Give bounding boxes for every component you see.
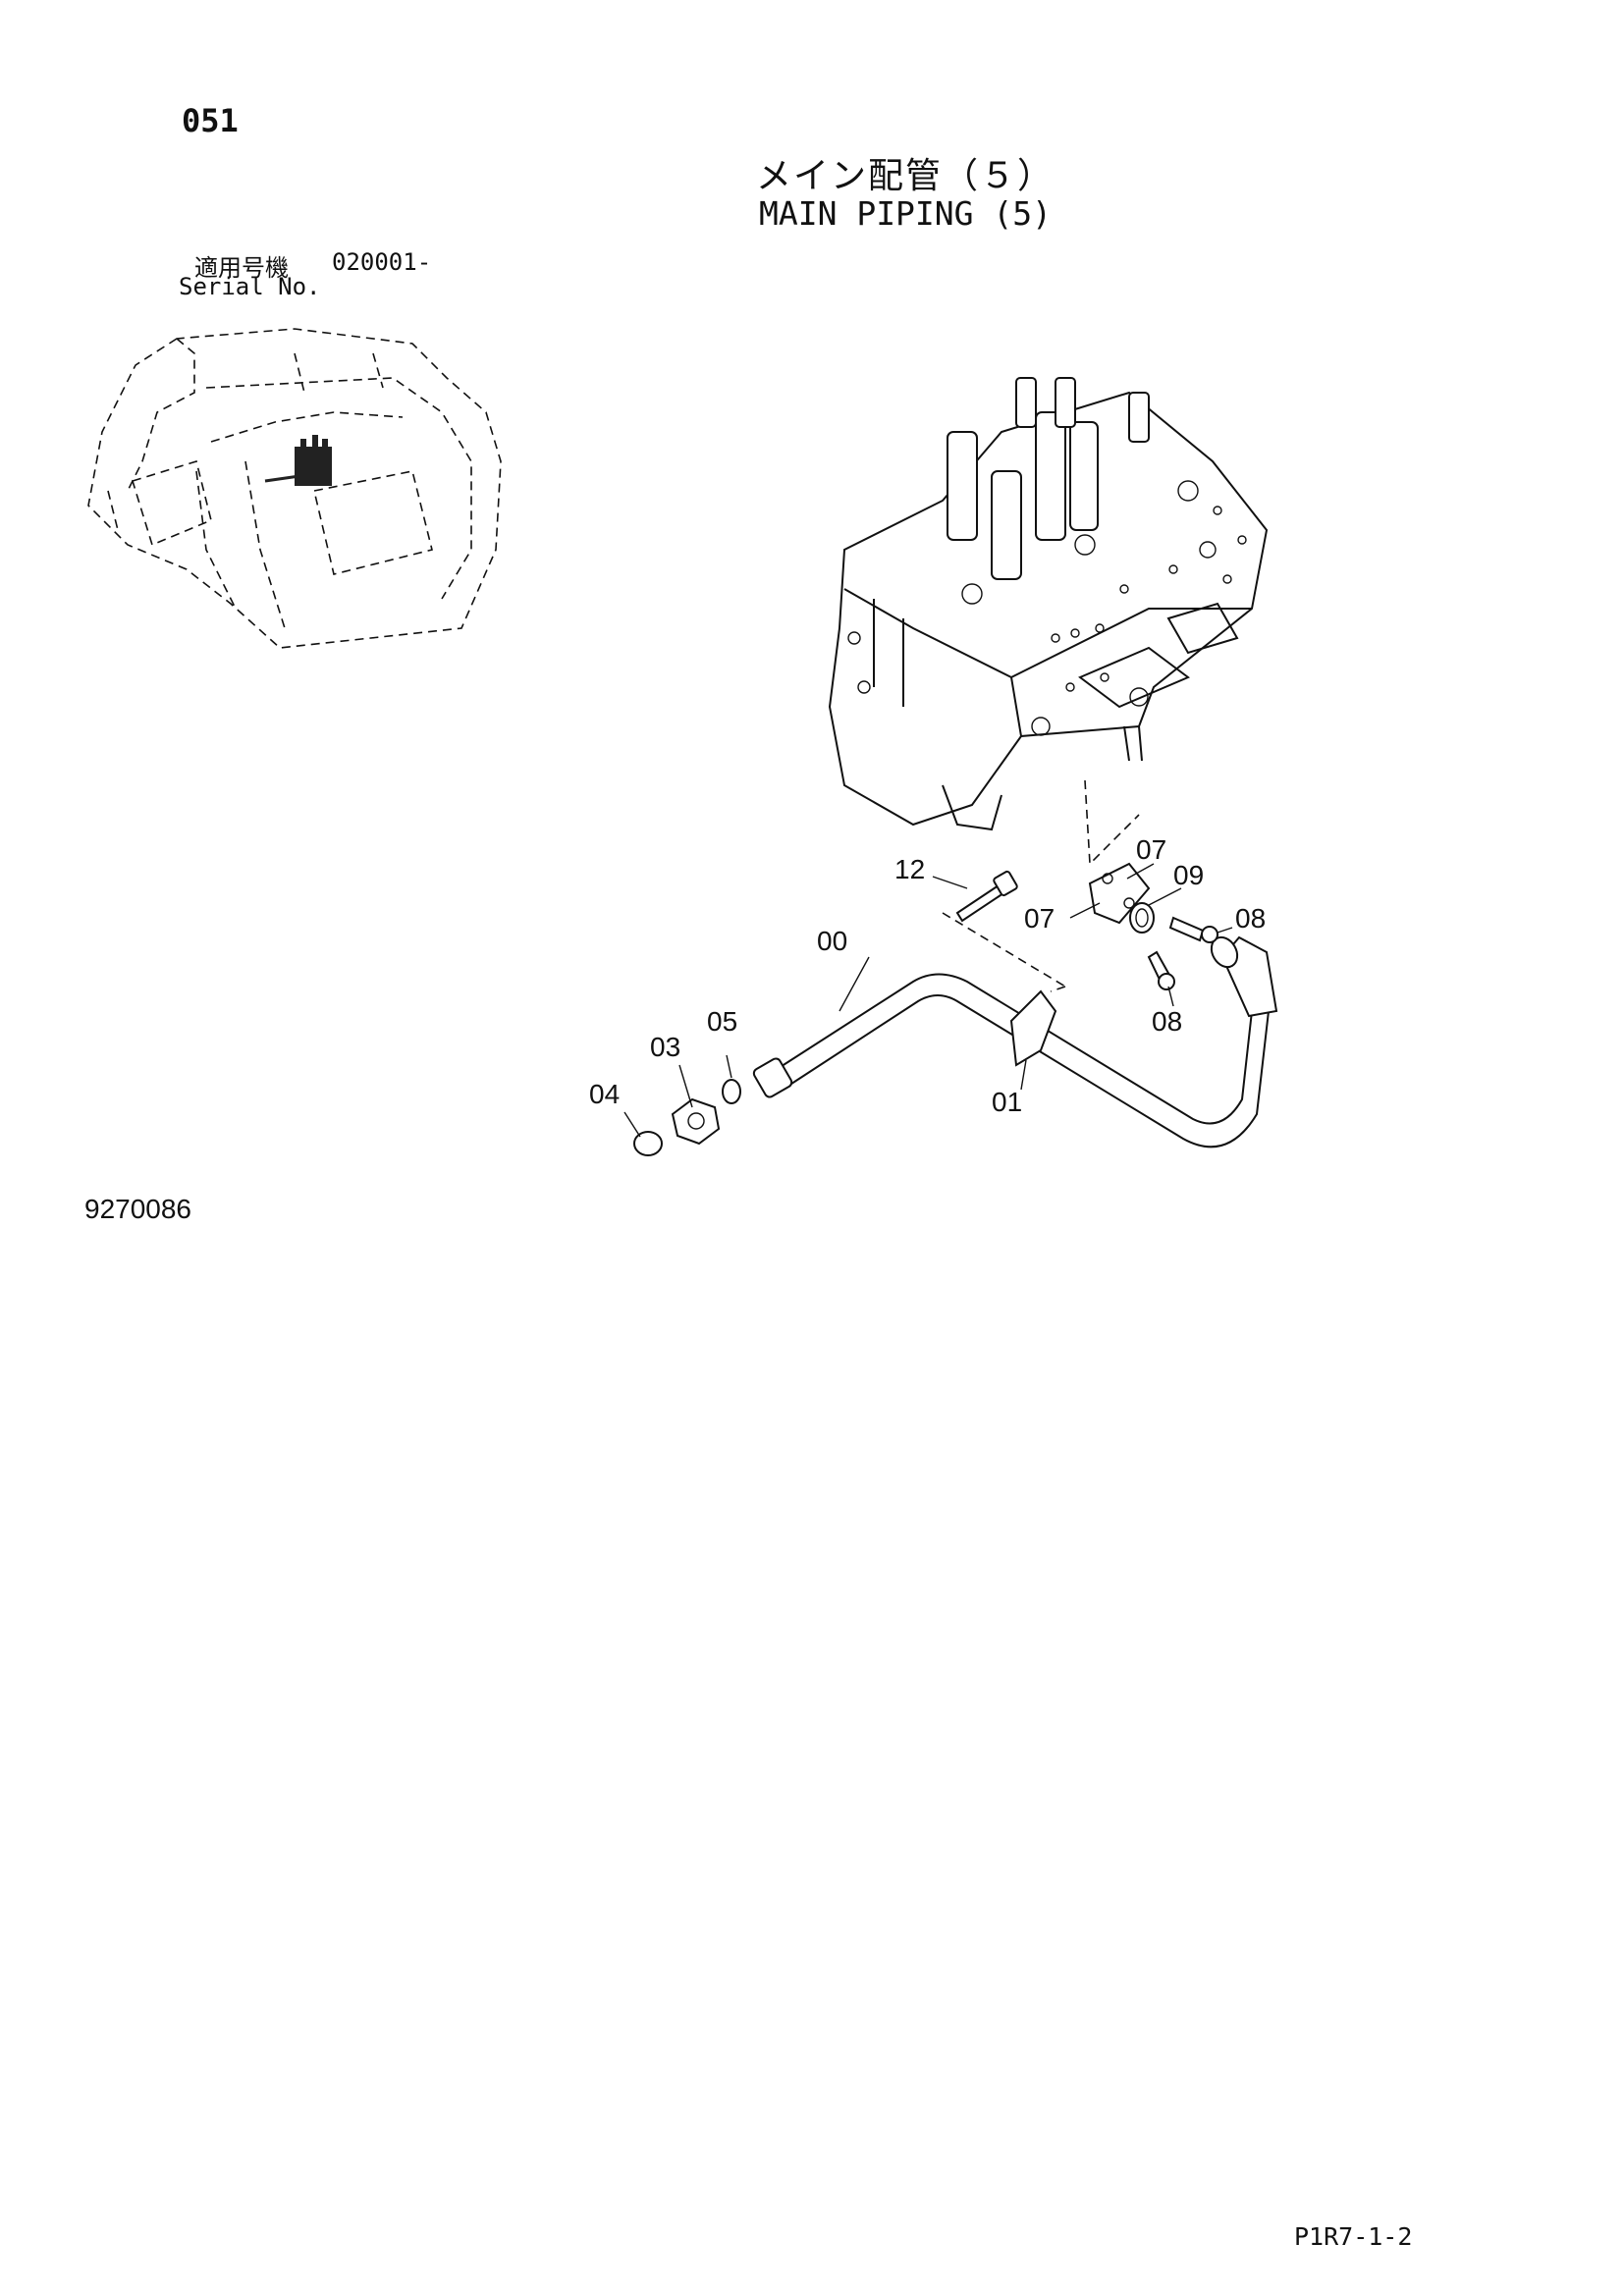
callout-05: 05: [707, 1006, 737, 1037]
serial-label-english: Serial No.: [179, 273, 321, 300]
callout-01: 01: [992, 1087, 1022, 1117]
pipe-assembly-drawing: [623, 862, 1278, 1156]
callout-08-right: 08: [1235, 903, 1266, 934]
figure-code: 9270086: [84, 1194, 192, 1224]
callout-00: 00: [817, 926, 847, 956]
callout-07-lower: 07: [1024, 903, 1055, 934]
callout-03: 03: [650, 1032, 680, 1062]
serial-value: 020001-: [332, 248, 432, 276]
serial-label-japanese: 適用号機: [194, 254, 289, 282]
machine-locator-drawing: [87, 328, 502, 649]
highlighted-valve-icon: [264, 435, 332, 486]
title-japanese: メイン配管（５）: [755, 156, 1055, 196]
callout-12: 12: [894, 854, 925, 884]
page-number: 051: [182, 102, 239, 139]
callout-07-upper: 07: [1136, 834, 1166, 865]
callout-09: 09: [1173, 860, 1204, 890]
control-valve-drawing: [828, 377, 1269, 866]
page-reference: P1R7-1-2: [1294, 2222, 1413, 2251]
callout-08-lower: 08: [1152, 1006, 1182, 1037]
title-english: MAIN PIPING (5): [758, 194, 1052, 233]
callout-04: 04: [589, 1079, 620, 1109]
